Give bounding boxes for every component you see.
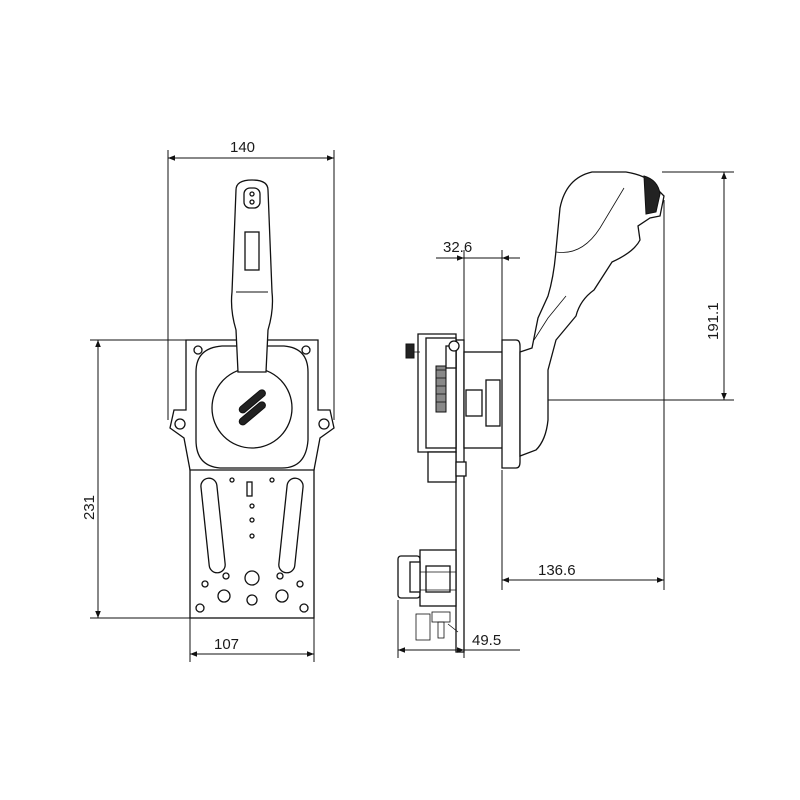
dim-label-front-height: 231 [81, 495, 98, 520]
side-lower-bracket [427, 451, 457, 483]
side-view [397, 171, 665, 653]
front-lever-window [244, 231, 260, 271]
brand-logo-icon [238, 389, 266, 426]
front-lever-grip-top [243, 187, 261, 209]
dim-label-front-width: 140 [230, 139, 255, 156]
dim-label-base-width: 107 [214, 636, 239, 653]
dim-label-side-reach: 136.6 [538, 562, 576, 579]
side-screw-icon [405, 343, 415, 359]
dimension-lines [90, 150, 734, 662]
side-small-detail [415, 611, 459, 641]
front-view [169, 179, 335, 619]
front-indicator [246, 481, 253, 497]
dim-label-side-height: 191.1 [705, 302, 722, 340]
front-slot-right [278, 477, 304, 574]
front-mounting-holes [195, 477, 309, 613]
front-slot-left [200, 477, 226, 574]
front-lever-hub [211, 367, 293, 449]
dimension-labels: 140 231 107 32.6 191.1 136.6 49.5 [81, 139, 722, 653]
side-flange [501, 339, 521, 469]
side-lever-arm [519, 171, 665, 457]
dim-label-side-offset: 32.6 [443, 239, 472, 256]
side-back-plate [455, 339, 465, 653]
front-lever-arm [230, 179, 274, 373]
side-lever-tip [643, 175, 661, 215]
dim-label-side-depth: 49.5 [472, 632, 501, 649]
side-gear-icon [435, 365, 447, 413]
